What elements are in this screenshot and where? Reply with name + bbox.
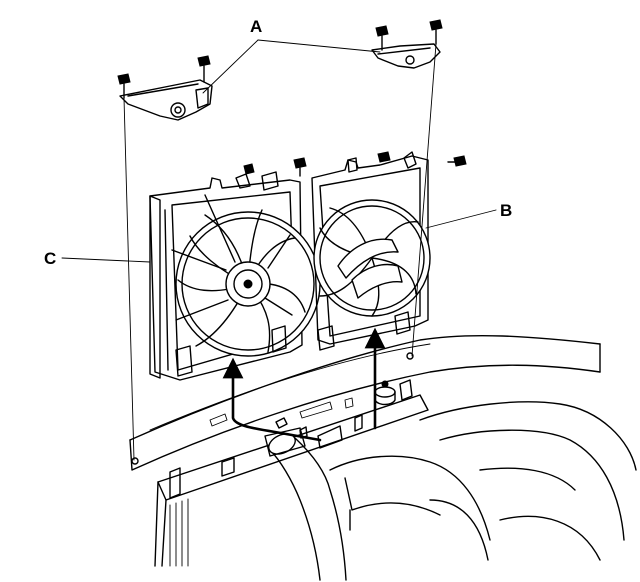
bolt-icon bbox=[197, 55, 211, 83]
bolt-icon bbox=[447, 155, 467, 167]
radiator-support-panel bbox=[129, 334, 601, 471]
fan-blade-icon bbox=[313, 199, 431, 317]
fan-shroud-c bbox=[149, 171, 321, 381]
bolt-icon bbox=[375, 25, 389, 51]
bolt-icon bbox=[377, 151, 391, 163]
bolt-icon bbox=[243, 163, 255, 175]
bolt-icon bbox=[429, 19, 443, 45]
wire-harness bbox=[222, 327, 386, 442]
fan-blade-icon bbox=[175, 209, 321, 357]
bolt-icon bbox=[293, 157, 307, 177]
mount-hole bbox=[406, 352, 414, 360]
upper-radiator-hose bbox=[264, 417, 347, 581]
mount-hole bbox=[131, 457, 139, 465]
radiator-cap bbox=[374, 386, 396, 398]
callout-b: B bbox=[500, 201, 512, 220]
alignment-lines bbox=[61, 39, 497, 461]
mounting-bracket-left bbox=[119, 79, 213, 121]
callout-a: A bbox=[250, 17, 262, 36]
callout-c: C bbox=[44, 249, 56, 268]
radiator bbox=[154, 379, 429, 567]
bolt-icon bbox=[117, 73, 131, 99]
mounting-bracket-right bbox=[371, 43, 441, 69]
engine-outline bbox=[329, 401, 637, 561]
fan-shroud-b bbox=[311, 151, 431, 351]
